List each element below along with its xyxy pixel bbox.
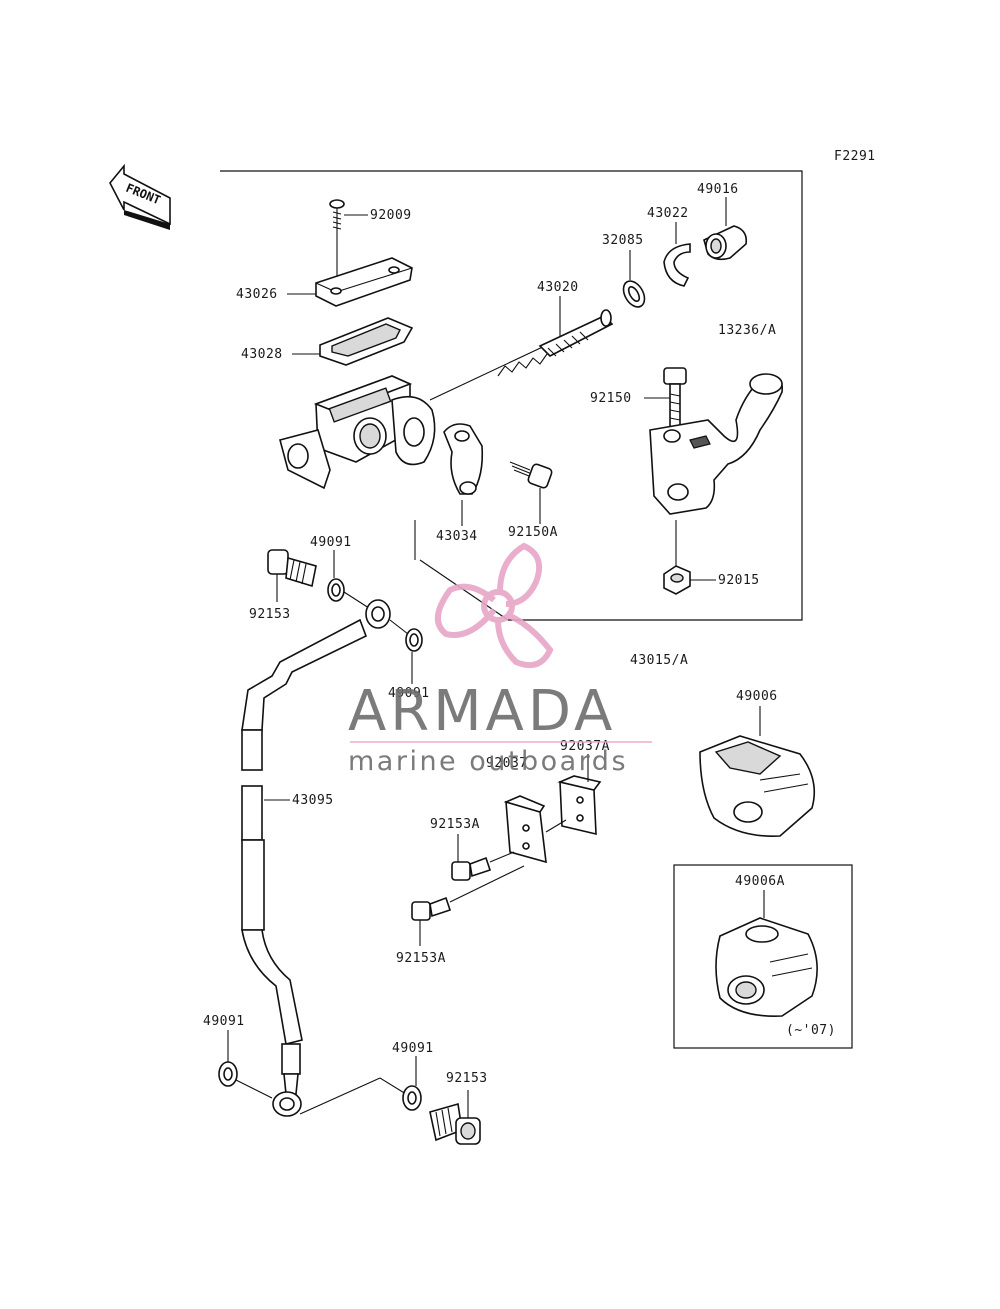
diaphragm-43028 [319, 317, 414, 366]
label-49006: 49006 [736, 689, 778, 704]
clamp-43034 [443, 423, 484, 526]
label-49016: 49016 [697, 182, 739, 197]
circlip-43022 [663, 222, 691, 287]
label-92153a-lower: 92153A [396, 951, 446, 966]
label-43015a: 43015/A [630, 653, 688, 668]
label-13236a: 13236/A [718, 323, 776, 338]
banjo-bolt-92153-upper [267, 549, 317, 602]
label-32085: 32085 [602, 233, 644, 248]
cover-49006 [699, 706, 816, 837]
bracket-92037 [503, 754, 602, 864]
assembly-frame [220, 170, 803, 621]
label-43028: 43028 [241, 347, 283, 362]
label-43026: 43026 [236, 287, 278, 302]
label-49091-upper: 49091 [310, 535, 352, 550]
label-92153-upper: 92153 [249, 607, 291, 622]
propeller-logo-icon [435, 542, 554, 668]
label-43022: 43022 [647, 206, 689, 221]
piston-assembly-43020 [497, 296, 614, 377]
label-92009: 92009 [370, 208, 412, 223]
front-arrow-icon: FRONT [109, 163, 171, 230]
label-92153a-upper: 92153A [430, 817, 480, 832]
label-92037: 92037 [486, 756, 528, 771]
washer-49091-middle [405, 628, 423, 684]
nut-92015 [663, 520, 691, 595]
hose-banjo-upper [365, 599, 391, 629]
label-92015: 92015 [718, 573, 760, 588]
label-49091-middle: 49091 [388, 686, 430, 701]
watermark-tagline: marine outboards [348, 746, 628, 777]
washer-49091-lower-right [402, 1056, 422, 1111]
watermark-brand: ARMADA [348, 679, 616, 744]
inset-box-49006a [673, 864, 853, 1049]
washer-49091-upper [327, 550, 345, 602]
screw-92009 [329, 199, 345, 292]
label-43095: 43095 [292, 793, 334, 808]
banjo-bolt-92153-lower [429, 1090, 481, 1145]
label-49006a: 49006A [735, 874, 785, 889]
boot-49016 [703, 197, 748, 261]
armada-watermark: ARMADA marine outboards [348, 542, 652, 777]
washer-32085 [622, 250, 646, 308]
cover-49006a [715, 890, 818, 1017]
label-43034: 43034 [436, 529, 478, 544]
label-49091-lower-left: 49091 [203, 1014, 245, 1029]
label-43020: 43020 [537, 280, 579, 295]
label-92153-lower: 92153 [446, 1071, 488, 1086]
bolt-92150a [509, 461, 553, 524]
reservoir-cap-43026 [315, 257, 413, 307]
figure-code: F2291 [834, 149, 876, 164]
brake-hose-43095 [241, 618, 407, 1117]
master-cylinder-body [279, 375, 436, 490]
label-49091-lower-right: 49091 [392, 1041, 434, 1056]
label-year-note: (~'07) [786, 1023, 836, 1038]
label-92150: 92150 [590, 391, 632, 406]
brake-lever [649, 373, 784, 515]
bolt-92153a-lower [411, 865, 525, 946]
bolt-92153a-upper [451, 851, 515, 881]
label-92150a: 92150A [508, 525, 558, 540]
washer-49091-lower-left [218, 1030, 273, 1099]
